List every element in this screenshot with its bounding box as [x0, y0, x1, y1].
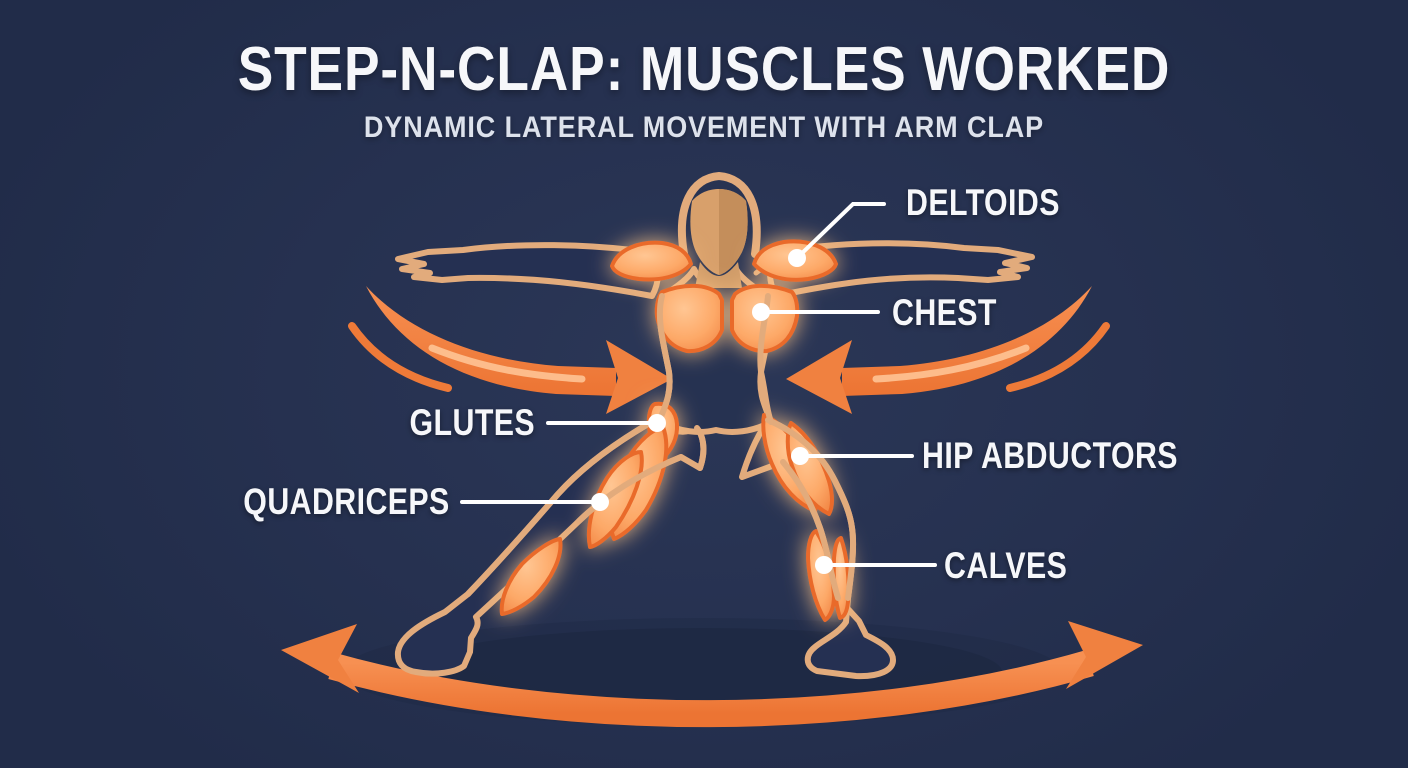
page-subtitle: DYNAMIC LATERAL MOVEMENT WITH ARM CLAP	[363, 111, 1045, 144]
label-quadriceps: QUADRICEPS	[243, 481, 450, 522]
right-inward-swoosh-arrow-icon	[786, 286, 1110, 414]
hair-outline	[677, 171, 761, 258]
head	[677, 171, 761, 288]
deltoids-dot	[788, 249, 806, 267]
left-calf-muscle	[499, 537, 563, 616]
label-hip-abductors: HIP ABDUCTORS	[922, 435, 1178, 476]
left-deltoid-muscle	[610, 240, 693, 282]
glutes-dot	[648, 414, 666, 432]
calves-dot	[815, 556, 833, 574]
hip-abductors-dot	[791, 447, 809, 465]
label-calves: CALVES	[944, 545, 1068, 586]
highlighted-muscles	[499, 239, 851, 622]
quadriceps-muscle-b	[586, 450, 644, 549]
label-deltoids: DELTOIDS	[906, 182, 1060, 223]
label-glutes: GLUTES	[409, 402, 535, 443]
label-chest: CHEST	[892, 292, 997, 333]
page-title: STEP-N-CLAP: MUSCLES WORKED	[237, 35, 1171, 104]
left-inward-swoosh-arrow-icon	[348, 286, 672, 414]
outline-overlay	[465, 293, 857, 601]
quadriceps-dot	[591, 493, 609, 511]
left-pec-muscle	[654, 283, 724, 354]
left-arm	[395, 242, 661, 299]
deltoids-leader-line	[795, 202, 886, 260]
right-calf-muscle-b	[831, 536, 851, 620]
leader-dots	[591, 249, 833, 574]
floor-sweep-arrow-icon	[281, 621, 1143, 728]
chest-dot	[752, 303, 770, 321]
leader-lines	[460, 202, 937, 567]
